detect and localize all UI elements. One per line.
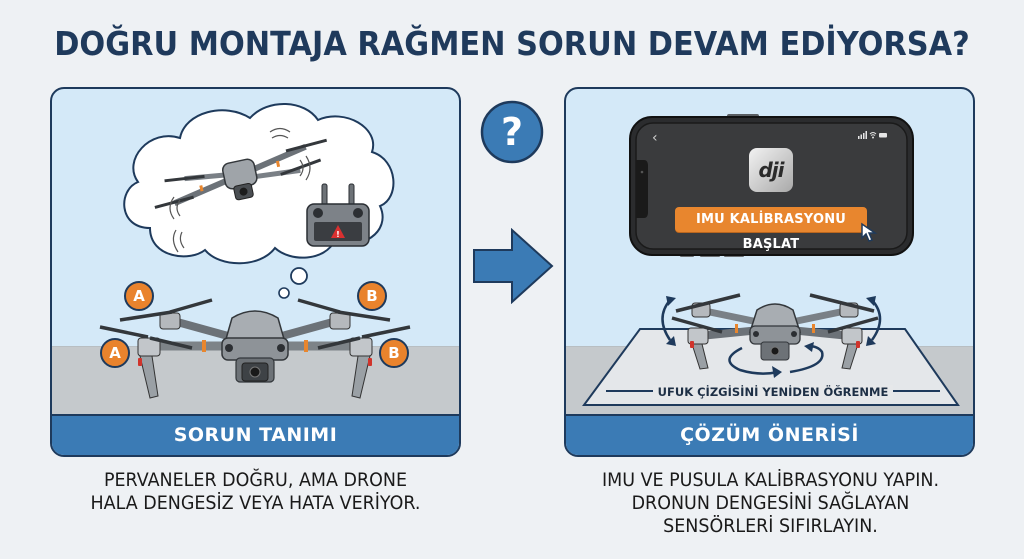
warning-icon: !	[336, 230, 340, 239]
propeller-label-b-rear: B	[357, 281, 387, 311]
problem-panel: SORUN TANIMI	[50, 87, 461, 457]
mouse-cursor-icon	[861, 222, 878, 242]
svg-text:?: ?	[501, 110, 523, 154]
wifi-icon	[869, 132, 877, 136]
platform-label: UFUK ÇİZGİSİNİ YENİDEN ÖĞRENME	[604, 385, 942, 399]
page-title: DOĞRU MONTAJA RAĞMEN SORUN DEVAM EDİYORS…	[54, 24, 970, 63]
battery-icon	[879, 133, 887, 138]
imu-calibration-start-button[interactable]: IMU KALİBRASYONU BAŞLAT	[675, 207, 867, 252]
propeller-label-a-rear: A	[124, 281, 154, 311]
wobbling-drone-icon	[154, 138, 328, 209]
platform-label-text: UFUK ÇİZGİSİNİ YENİDEN ÖĞRENME	[652, 385, 894, 399]
solution-caption-line: DRONUN DENGESİNİ SAĞLAYAN	[631, 492, 910, 514]
solution-caption-line: IMU VE PUSULA KALİBRASYONU YAPIN.	[601, 469, 940, 491]
question-mark-icon: ?	[480, 100, 544, 164]
propeller-label-a-front: A	[100, 338, 130, 368]
drone-calibration-icon	[671, 293, 879, 370]
solution-caption-line: SENSÖRLERİ SIFIRLAYIN.	[663, 515, 878, 537]
back-button[interactable]: ‹	[652, 130, 658, 146]
status-bar-icons	[858, 131, 887, 139]
problem-caption: PERVANELER DOĞRU, AMA DRONE HALA DENGESİ…	[57, 469, 454, 515]
dji-app-icon[interactable]: dji	[749, 148, 793, 192]
propeller-label-b-front: B	[379, 338, 409, 368]
solution-caption: IMU VE PUSULA KALİBRASYONU YAPIN. DRONUN…	[566, 469, 975, 538]
problem-banner: SORUN TANIMI	[52, 414, 459, 455]
problem-caption-line: HALA DENGESİZ VEYA HATA VERİYOR.	[90, 492, 421, 514]
rotation-arrows-icon	[661, 296, 882, 378]
right-arrow-icon	[473, 228, 554, 304]
remote-controller-warning-icon: !	[306, 183, 370, 247]
drone-front-view-icon	[99, 298, 411, 399]
solution-banner: ÇÖZÜM ÖNERİSİ	[566, 414, 973, 455]
signal-icon	[858, 131, 867, 139]
problem-caption-line: PERVANELER DOĞRU, AMA DRONE	[103, 469, 408, 491]
